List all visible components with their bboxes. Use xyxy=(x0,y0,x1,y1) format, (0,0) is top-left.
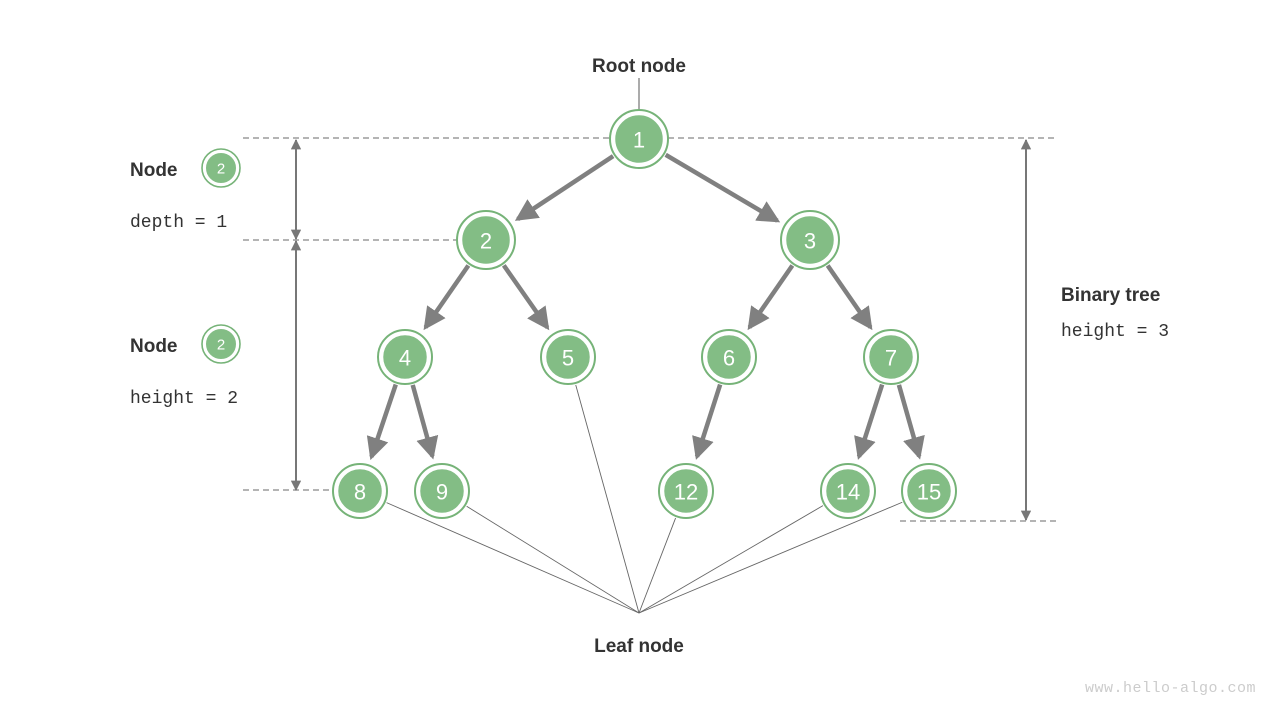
node-body xyxy=(661,466,711,516)
node-outer-ring xyxy=(820,463,876,519)
tree-edge-n7-to-n15 xyxy=(896,384,925,460)
node-body xyxy=(380,332,430,382)
tree-edge-n6-to-n12 xyxy=(692,383,723,460)
node-outer-ring xyxy=(414,463,470,519)
node-outer-ring xyxy=(780,210,840,270)
node-outer-ring xyxy=(863,329,919,385)
annotation-badge-ring xyxy=(201,148,241,188)
node-body xyxy=(459,213,513,267)
tree-edge-n4-to-n9 xyxy=(410,384,439,460)
annotation-badge-ring xyxy=(201,324,241,364)
annotation-badge-body xyxy=(204,151,238,185)
root-node-label: Root node xyxy=(592,56,686,77)
node-body xyxy=(783,213,837,267)
leaf-node-label: Leaf node xyxy=(594,636,684,657)
leaf-pointer-line-n5 xyxy=(575,384,640,614)
tree-node-9[interactable]: 9 xyxy=(414,463,470,519)
measure-arrows-group xyxy=(290,138,1032,522)
tree-node-3[interactable]: 3 xyxy=(780,210,840,270)
annotation-badge-body xyxy=(204,327,238,361)
annotation-detail: depth = 1 xyxy=(130,213,227,233)
node-value-label: 14 xyxy=(836,480,860,505)
leaf-pointer-line-n12 xyxy=(638,517,676,614)
tree-node-14[interactable]: 14 xyxy=(820,463,876,519)
annotation-tree-height: Binary tree height = 3 xyxy=(1061,285,1169,342)
watermark: www.hello-algo.com xyxy=(1085,680,1256,697)
tree-edges-group xyxy=(366,152,925,461)
node-value-label: 1 xyxy=(633,128,645,153)
annotation-title: Node xyxy=(130,336,178,357)
annotation-badge-value: 2 xyxy=(217,161,225,178)
node-body xyxy=(823,466,873,516)
tree-node-12[interactable]: 12 xyxy=(658,463,714,519)
tree-edge-n2-to-n5 xyxy=(501,264,550,331)
node-value-label: 5 xyxy=(562,346,574,371)
node-value-label: 8 xyxy=(354,480,366,505)
tree-edge-n1-to-n3 xyxy=(664,152,781,223)
annotation-badge-value: 2 xyxy=(217,337,225,354)
node-value-label: 3 xyxy=(804,229,816,254)
node-outer-ring xyxy=(901,463,957,519)
node-outer-ring xyxy=(332,463,388,519)
node-body xyxy=(612,112,666,166)
node-value-label: 6 xyxy=(723,346,735,371)
tree-node-5[interactable]: 5 xyxy=(540,329,596,385)
node-value-label: 15 xyxy=(917,480,941,505)
annotation-node-depth: Node 2 depth = 1 xyxy=(130,148,241,233)
node-value-label: 9 xyxy=(436,480,448,505)
node-outer-ring xyxy=(658,463,714,519)
annotations-group: Node 2 depth = 1 Node 2 height = 2 Binary tree… xyxy=(130,148,1169,409)
annotation-title: Node xyxy=(130,160,178,181)
node-body xyxy=(417,466,467,516)
node-body xyxy=(866,332,916,382)
tree-node-1[interactable]: 1 xyxy=(609,109,669,169)
node-outer-ring xyxy=(540,329,596,385)
tree-node-7[interactable]: 7 xyxy=(863,329,919,385)
tree-node-15[interactable]: 15 xyxy=(901,463,957,519)
annotation-node-height: Node 2 height = 2 xyxy=(130,324,241,409)
leaf-pointer-line-n15 xyxy=(638,501,903,614)
tree-node-8[interactable]: 8 xyxy=(332,463,388,519)
node-outer-ring xyxy=(456,210,516,270)
leaf-pointer-line-n9 xyxy=(466,505,640,614)
node-body xyxy=(904,466,954,516)
node-outer-ring xyxy=(377,329,433,385)
tree-edge-n7-to-n14 xyxy=(854,383,885,460)
tree-edge-n2-to-n4 xyxy=(423,264,471,331)
node-value-label: 12 xyxy=(674,480,698,505)
tree-node-4[interactable]: 4 xyxy=(377,329,433,385)
leaf-pointer-lines-group xyxy=(386,384,903,614)
tree-edge-n3-to-n6 xyxy=(747,264,795,331)
leaf-pointer-line-n14 xyxy=(638,505,824,614)
tree-edge-n4-to-n8 xyxy=(366,383,398,461)
node-body xyxy=(543,332,593,382)
tree-node-2[interactable]: 2 xyxy=(456,210,516,270)
node-value-label: 4 xyxy=(399,346,411,371)
annotation-detail: height = 2 xyxy=(130,389,238,409)
node-body xyxy=(335,466,385,516)
annotation-title: Binary tree xyxy=(1061,285,1160,306)
node-outer-ring xyxy=(609,109,669,169)
node-value-label: 7 xyxy=(885,346,897,371)
node-outer-ring xyxy=(701,329,757,385)
tree-node-6[interactable]: 6 xyxy=(701,329,757,385)
node-value-label: 2 xyxy=(480,229,492,254)
node-body xyxy=(704,332,754,382)
tree-edge-n3-to-n7 xyxy=(825,264,873,331)
leaf-pointer-line-n8 xyxy=(386,502,640,614)
tree-edge-n1-to-n2 xyxy=(514,154,615,221)
annotation-detail: height = 3 xyxy=(1061,322,1169,342)
